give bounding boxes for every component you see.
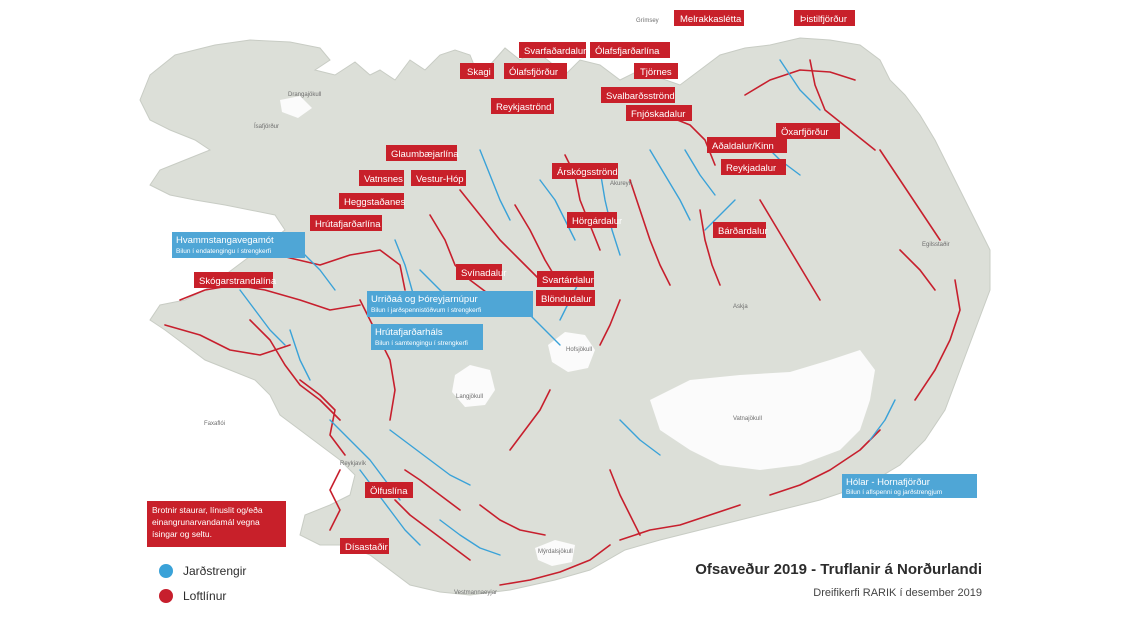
svg-text:Svartárdalur: Svartárdalur [542, 275, 594, 286]
svg-text:Vestur-Hóp: Vestur-Hóp [416, 174, 464, 185]
red-callout: Fnjóskadalur [626, 105, 692, 121]
red-callout: Dísastaðir [340, 538, 389, 554]
svg-text:Hvammstangavegamót: Hvammstangavegamót [176, 235, 274, 246]
svg-text:Dísastaðir: Dísastaðir [345, 542, 388, 553]
place-label: Langjökull [456, 394, 483, 400]
svg-text:Reykjadalur: Reykjadalur [726, 163, 776, 174]
red-callout: Reykjaströnd [491, 98, 554, 114]
red-callout: Vatnsnes [359, 170, 404, 186]
map-subtitle: Dreifikerfi RARIK í desember 2019 [813, 587, 982, 599]
red-callout: Svínadalur [456, 264, 506, 280]
svg-text:Brotnir staurar, línuslit og/e: Brotnir staurar, línuslit og/eða [152, 505, 263, 515]
legend-underground-label: Jarðstrengir [183, 564, 246, 578]
red-callout: Skógarstrandalína [194, 272, 277, 288]
svg-text:Hrútafjarðarlína: Hrútafjarðarlína [315, 219, 381, 230]
red-callout: Skagi [460, 63, 494, 79]
svg-text:Ólafsfjörður: Ólafsfjörður [509, 67, 558, 78]
place-label: Faxaflói [204, 421, 225, 427]
svg-text:Urriðaá og Þóreyjarnúpur: Urriðaá og Þóreyjarnúpur [371, 294, 478, 305]
red-callout: Reykjadalur [721, 159, 786, 175]
red-callout: Öxarfjörður [776, 123, 840, 139]
svg-text:Árskógsströnd: Árskógsströnd [557, 167, 618, 178]
red-callout: Melrakkaslétta [674, 10, 744, 26]
blue-callout: Hvammstangavegamót Bilun í endatengingu … [172, 232, 305, 258]
svg-text:Öxarfjörður: Öxarfjörður [781, 127, 829, 138]
place-label: Vestmannaeyjar [454, 590, 497, 596]
svg-text:Blöndudalur: Blöndudalur [541, 294, 592, 305]
place-label: Akureyri [610, 181, 632, 187]
svg-text:Ölfuslína: Ölfuslína [370, 486, 408, 497]
legend-overhead-label: Loftlínur [183, 589, 226, 603]
place-label: Egilsstaðir [922, 241, 950, 248]
place-label: Mýrdalsjökull [538, 549, 573, 555]
svg-text:Heggstaðanes: Heggstaðanes [344, 197, 406, 208]
svg-text:Þistilfjörður: Þistilfjörður [800, 14, 847, 25]
myrdalsjokull-glacier [535, 540, 575, 566]
red-callout: Heggstaðanes [339, 193, 406, 209]
place-label: Vatnajökull [733, 416, 762, 422]
svg-text:Svarfaðardalur: Svarfaðardalur [524, 46, 586, 57]
vatnajokull-glacier [650, 350, 875, 470]
place-label: Drangajökull [288, 92, 321, 98]
red-callout: Hrútafjarðarlína [310, 215, 382, 231]
red-callout: Þistilfjörður [794, 10, 855, 26]
svg-text:Skagi: Skagi [467, 67, 491, 78]
svg-text:Ólafsfjarðarlína: Ólafsfjarðarlína [595, 46, 660, 57]
legend-overhead-swatch [159, 589, 173, 603]
place-label: Reykjavík [340, 461, 367, 467]
svg-text:Hólar - Hornafjörður: Hólar - Hornafjörður [846, 477, 930, 488]
svg-text:Vatnsnes: Vatnsnes [364, 174, 403, 185]
red-callout: Svalbarðsströnd [601, 87, 675, 103]
svg-text:Glaumbæjarlína: Glaumbæjarlína [391, 149, 459, 160]
map-title: Ofsaveður 2019 - Truflanir á Norðurlandi [695, 561, 982, 578]
red-callout: Ólafsfjarðarlína [590, 42, 670, 58]
svg-text:Aðaldalur/Kinn: Aðaldalur/Kinn [712, 141, 774, 152]
svg-text:Bilun í jarðspennistöðvum í st: Bilun í jarðspennistöðvum í strengkerfi [371, 306, 481, 314]
red-callout: Bárðardalur [713, 222, 768, 238]
place-label: Askja [733, 304, 748, 310]
svg-text:Hrútafjarðarháls: Hrútafjarðarháls [375, 327, 443, 338]
drangajokull-glacier [280, 96, 312, 118]
svg-text:Bilun í samtengingu í strengke: Bilun í samtengingu í strengkerfi [375, 340, 468, 347]
red-callout: Hörgárdalur [567, 212, 622, 228]
red-callout: Tjörnes [634, 63, 678, 79]
langjokull-glacier [452, 365, 495, 407]
svg-text:Hörgárdalur: Hörgárdalur [572, 216, 622, 227]
red-callout: Glaumbæjarlína [386, 145, 459, 161]
svg-text:Svínadalur: Svínadalur [461, 268, 506, 279]
legend-underground-swatch [159, 564, 173, 578]
blue-callout: Hólar - Hornafjörður Bilun í aflspenni o… [842, 474, 977, 498]
place-label: Ísafjörður [254, 123, 279, 130]
damage-note: Brotnir staurar, línuslit og/eða einangr… [147, 501, 286, 547]
red-callout: Ólafsfjörður [504, 63, 567, 79]
svg-text:Bárðardalur: Bárðardalur [718, 226, 768, 237]
svg-text:Reykjaströnd: Reykjaströnd [496, 102, 551, 113]
svg-text:Bilun í aflspenni og jarðstren: Bilun í aflspenni og jarðstrengjum [846, 488, 942, 496]
legend: Jarðstrengir Loftlínur [159, 564, 246, 603]
svg-text:Fnjóskadalur: Fnjóskadalur [631, 109, 685, 120]
svg-text:Svalbarðsströnd: Svalbarðsströnd [606, 91, 675, 102]
svg-text:Bilun í endatengingu í strengk: Bilun í endatengingu í strengkerfi [176, 248, 271, 255]
svg-text:einangrunarvandamál vegna: einangrunarvandamál vegna [152, 517, 260, 527]
red-callout: Svartárdalur [537, 271, 594, 287]
red-callout: Vestur-Hóp [411, 170, 466, 186]
red-callout: Blöndudalur [536, 290, 595, 306]
red-callout: Ölfuslína [365, 482, 413, 498]
svg-text:Tjörnes: Tjörnes [640, 67, 672, 78]
blue-callout: Urriðaá og Þóreyjarnúpur Bilun í jarðspe… [367, 291, 533, 317]
blue-callout: Hrútafjarðarháls Bilun í samtengingu í s… [371, 324, 483, 350]
red-callout: Svarfaðardalur [519, 42, 586, 58]
place-label: Grímsey [636, 18, 659, 24]
svg-text:ísingar og seltu.: ísingar og seltu. [152, 529, 212, 539]
red-callout: Árskógsströnd [552, 163, 618, 179]
svg-text:Skógarstrandalína: Skógarstrandalína [199, 276, 277, 287]
svg-text:Melrakkaslétta: Melrakkaslétta [680, 14, 742, 25]
place-label: Hofsjökull [566, 347, 592, 353]
red-callout: Aðaldalur/Kinn [707, 137, 787, 153]
hofsjokull-glacier [548, 332, 595, 372]
